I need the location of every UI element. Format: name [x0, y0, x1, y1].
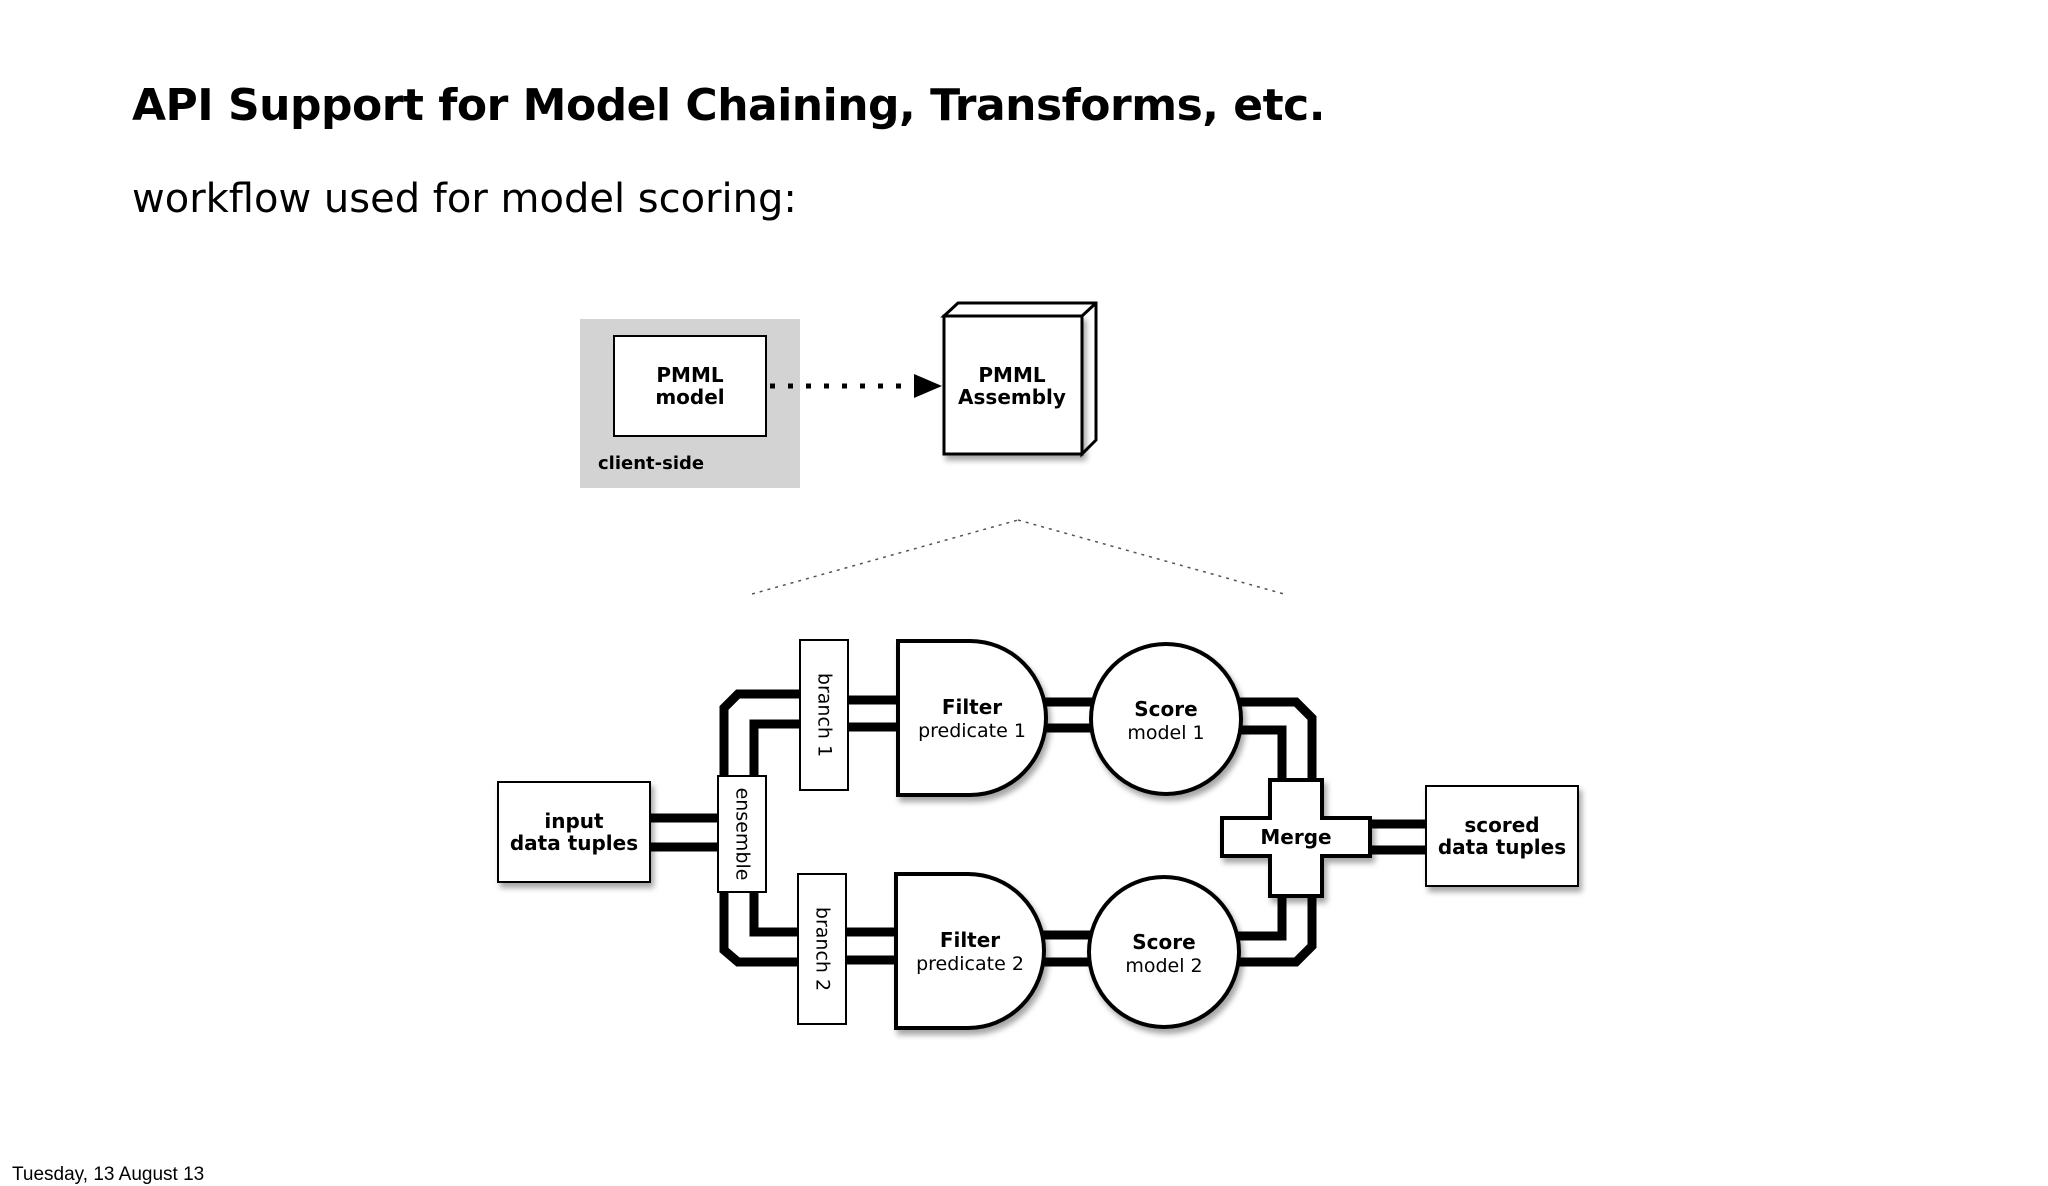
scored-data-tuples-box: scored data tuples	[1425, 785, 1579, 887]
pipes	[650, 689, 1426, 967]
pmml-model-line1: PMML	[656, 363, 723, 387]
output-line1: scored	[1464, 813, 1539, 837]
score-1-sub: model 1	[1127, 722, 1204, 744]
ensemble-label: ensemble	[732, 788, 754, 881]
dotted-arrow	[770, 374, 942, 398]
merge-node: Merge	[1220, 778, 1372, 898]
score-2-title: Score	[1132, 930, 1195, 954]
filter-1-sub: predicate 1	[918, 720, 1026, 742]
score-2-sub: model 2	[1125, 955, 1202, 977]
branch-1-box: branch 1	[799, 639, 849, 791]
input-line1: input	[544, 809, 604, 833]
filter-2-sub: predicate 2	[916, 953, 1024, 975]
score-2-node: Score model 2	[1087, 875, 1241, 1029]
pmml-assembly-line2: Assembly	[958, 385, 1066, 409]
filter-1-title: Filter	[942, 695, 1002, 719]
expansion-dotted-lines	[751, 519, 1285, 595]
input-data-tuples-box: input data tuples	[497, 781, 651, 883]
filter-1-node: Filter predicate 1	[896, 639, 1048, 797]
branch-2-box: branch 2	[797, 873, 847, 1025]
pmml-model-line2: model	[655, 385, 724, 409]
pmml-assembly-line1: PMML	[978, 363, 1045, 387]
filter-2-node: Filter predicate 2	[894, 872, 1046, 1030]
branch-1-label: branch 1	[814, 673, 836, 757]
slide-subtitle: workflow used for model scoring:	[132, 176, 797, 222]
score-1-title: Score	[1134, 697, 1197, 721]
merge-label: Merge	[1260, 825, 1331, 849]
pmml-model-box: PMML model	[613, 335, 767, 437]
slide-title: API Support for Model Chaining, Transfor…	[132, 80, 1325, 131]
slide-footer-date: Tuesday, 13 August 13	[12, 1164, 205, 1185]
ensemble-box: ensemble	[717, 775, 767, 893]
filter-2-title: Filter	[940, 928, 1000, 952]
client-side-label: client-side	[598, 453, 704, 474]
output-line2: data tuples	[1438, 835, 1566, 859]
score-1-node: Score model 1	[1089, 642, 1243, 796]
branch-2-label: branch 2	[812, 907, 834, 991]
pmml-assembly-box: PMML Assembly	[940, 301, 1098, 458]
input-line2: data tuples	[510, 831, 638, 855]
